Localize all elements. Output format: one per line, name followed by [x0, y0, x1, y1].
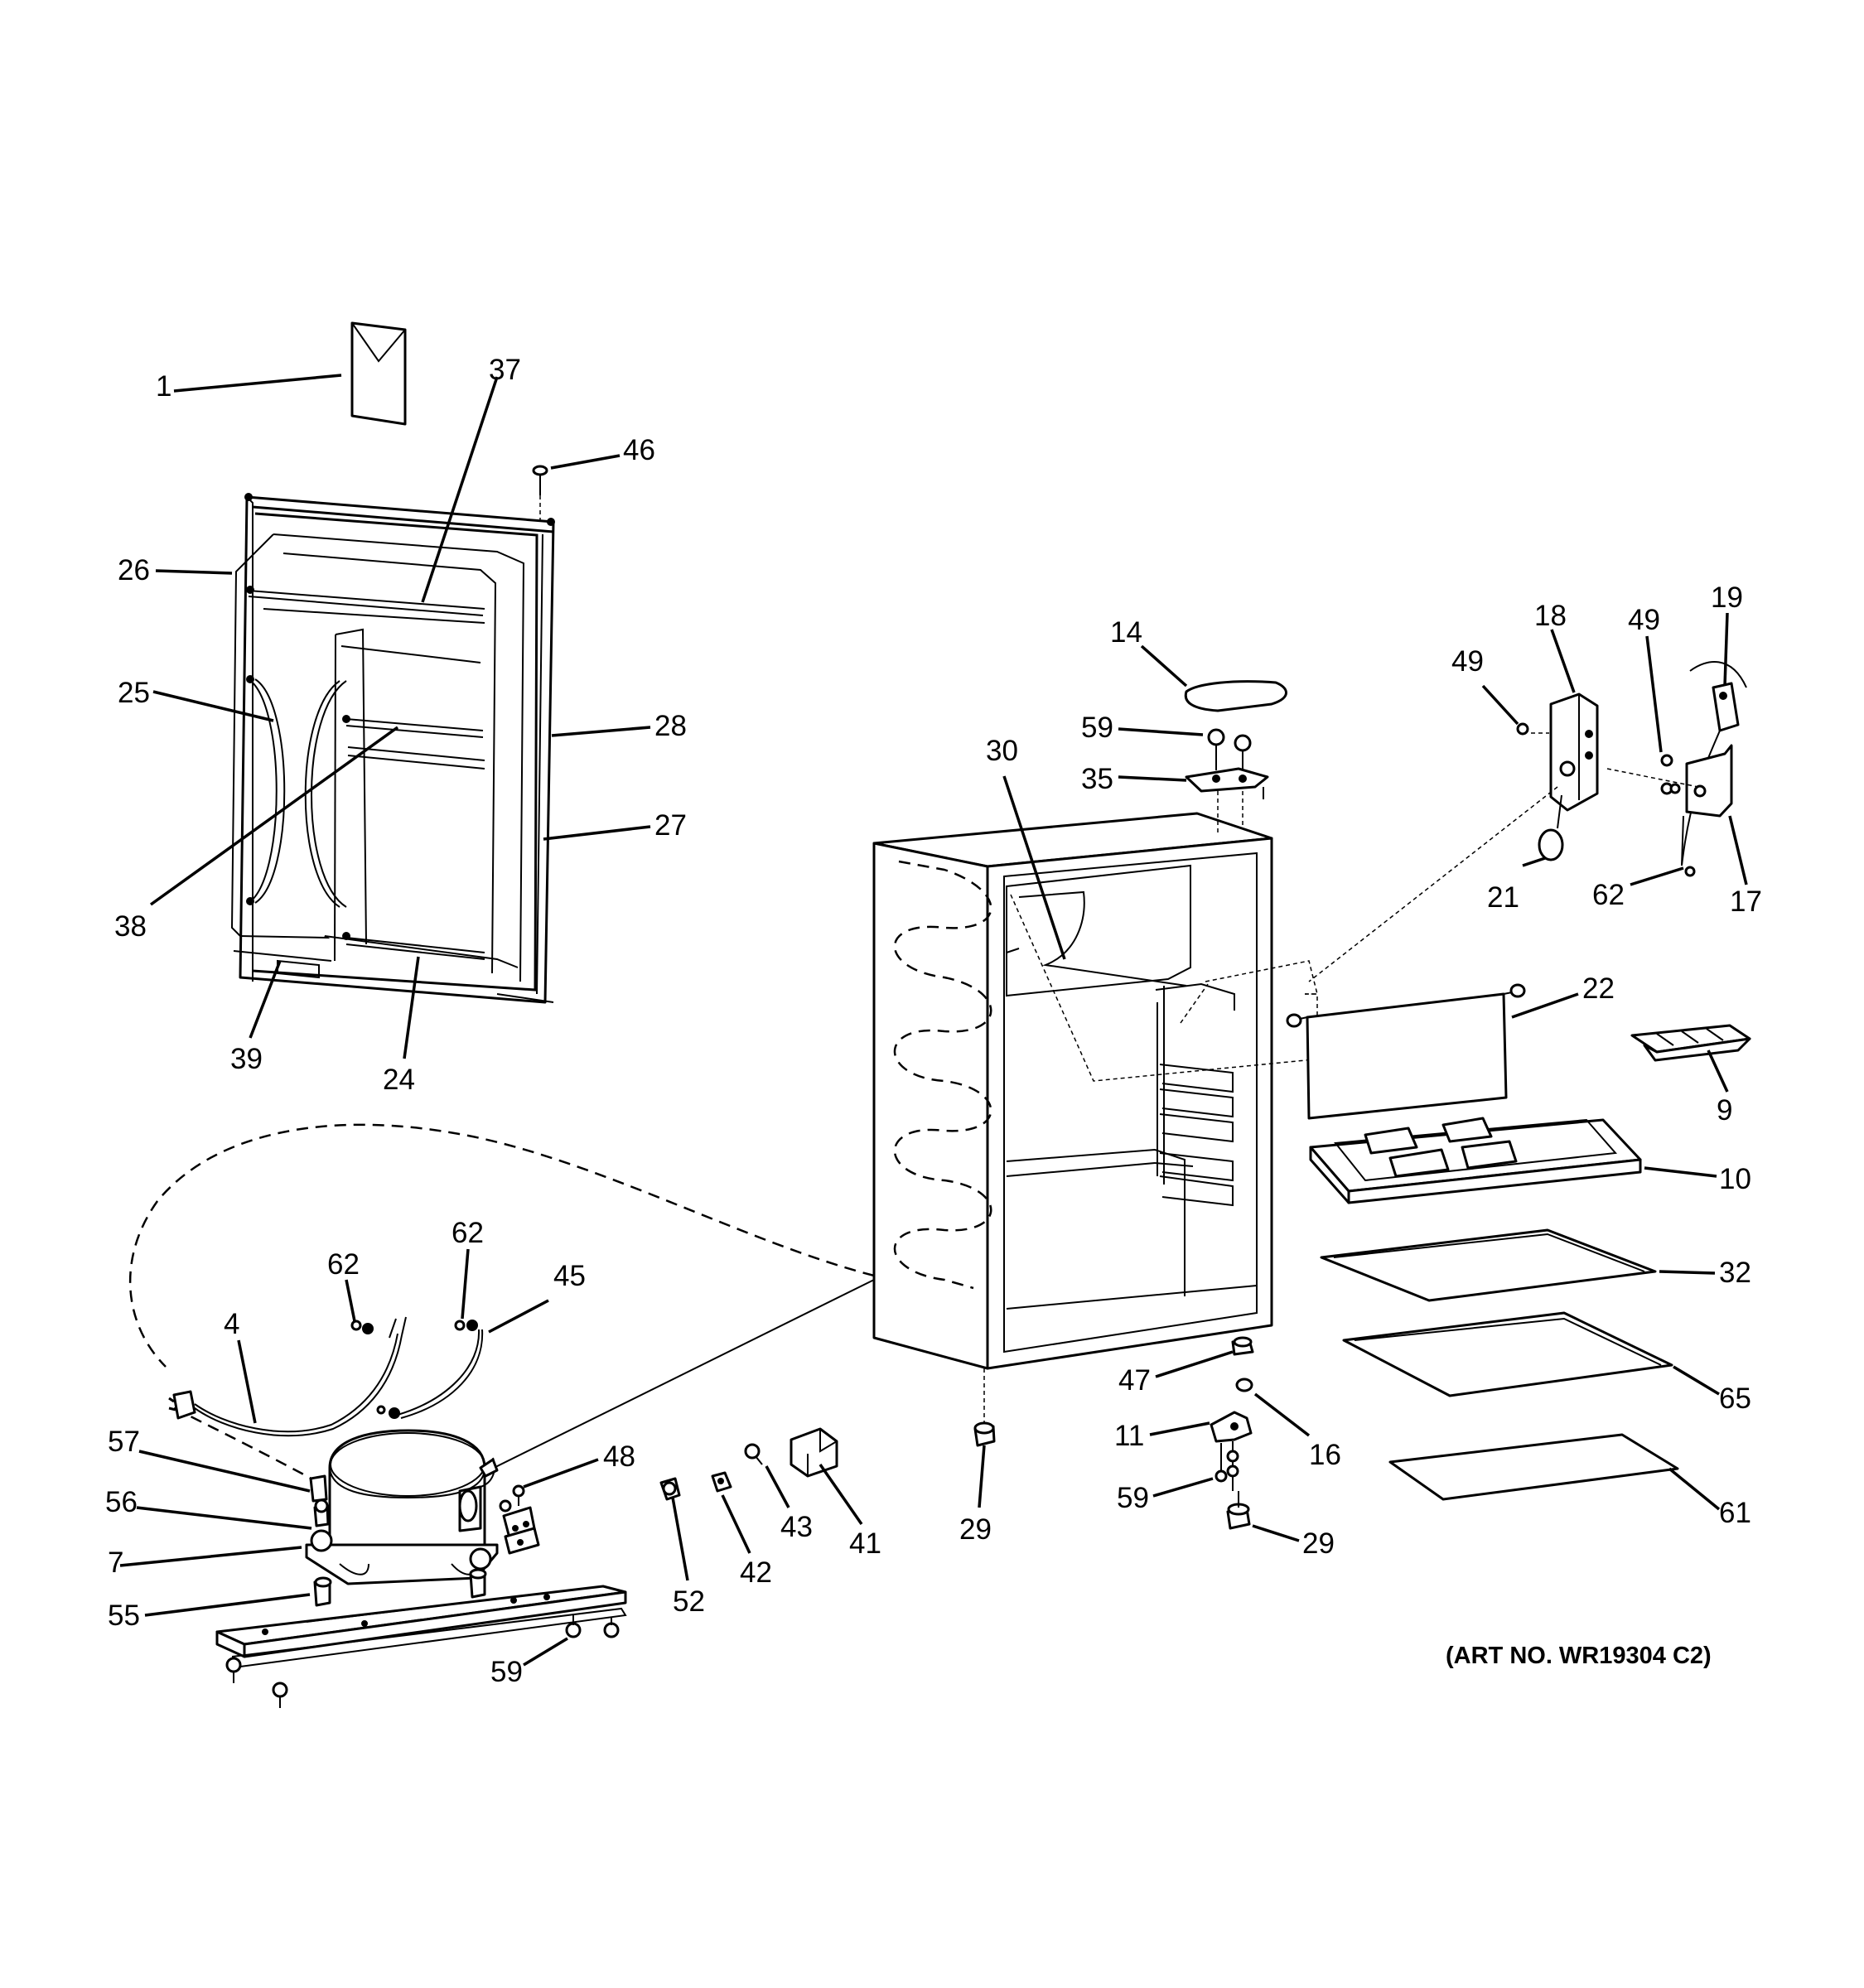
base-screws-59 [225, 1615, 620, 1708]
screw-46 [532, 465, 548, 522]
callout-10: 10 [1719, 1163, 1751, 1195]
callout-21: 21 [1487, 881, 1519, 914]
callout-24: 24 [383, 1064, 415, 1096]
callout-32: 32 [1719, 1257, 1751, 1289]
capacitor-52 [659, 1477, 681, 1501]
power-cord-4 [168, 1316, 407, 1437]
bottom-hinge-11 [1210, 1411, 1253, 1491]
callout-59-top: 59 [1081, 712, 1113, 744]
compressor-7 [305, 1429, 499, 1585]
cabinet [872, 812, 1459, 1370]
screw-49b [1660, 754, 1673, 767]
mount-55 [313, 1568, 487, 1607]
callout-59-hinge: 59 [1117, 1482, 1149, 1514]
callout-4: 4 [224, 1308, 239, 1340]
callout-38: 38 [114, 910, 147, 943]
ice-tray-9 [1630, 1024, 1751, 1062]
callout-62a: 62 [327, 1248, 360, 1281]
callout-11: 11 [1114, 1420, 1144, 1452]
callout-62b: 62 [452, 1217, 484, 1249]
knob-21 [1538, 794, 1564, 861]
door-assembly [230, 493, 555, 1004]
screw-43 [744, 1443, 763, 1465]
hinge-cover-14 [1184, 680, 1287, 712]
overload-wire-45 [397, 1329, 484, 1419]
callout-49a: 49 [1451, 645, 1484, 678]
callout-29b: 29 [1302, 1527, 1335, 1560]
callout-57: 57 [108, 1426, 140, 1458]
callout-19: 19 [1711, 581, 1743, 614]
grommet-57 [309, 1474, 328, 1503]
callout-29a: 29 [959, 1513, 992, 1546]
callout-45: 45 [553, 1260, 586, 1292]
relay-42 [711, 1471, 732, 1493]
callout-22: 22 [1582, 972, 1615, 1005]
callout-labels: 1 37 46 26 25 28 27 38 39 24 14 59 35 30… [105, 354, 1762, 1688]
callout-47: 47 [1118, 1364, 1151, 1397]
callout-17: 17 [1730, 885, 1762, 918]
callout-48: 48 [603, 1440, 635, 1473]
callout-27: 27 [654, 809, 687, 842]
bushing-16 [1235, 1378, 1253, 1392]
art-number: (ART NO. WR19304 C2) [1446, 1643, 1712, 1669]
callout-41: 41 [849, 1527, 881, 1560]
shelf-32 [1320, 1228, 1657, 1302]
top-hinge-35 [1185, 767, 1269, 832]
callout-43: 43 [780, 1511, 813, 1543]
callout-52: 52 [673, 1585, 705, 1618]
callout-62-thermo: 62 [1592, 879, 1625, 911]
relay-overload-48 [499, 1484, 540, 1555]
callout-26: 26 [118, 554, 150, 586]
callout-42: 42 [740, 1556, 772, 1589]
callout-35: 35 [1081, 763, 1113, 795]
callout-49b: 49 [1628, 604, 1660, 636]
terminal-cover-41 [790, 1427, 838, 1478]
hinge-screws-59 [1207, 728, 1252, 770]
callout-46: 46 [623, 434, 655, 466]
leveling-foot-29b [1226, 1491, 1251, 1530]
shelf-65 [1342, 1311, 1673, 1397]
bracket-17 [1660, 744, 1733, 818]
evaporator-door-22 [1286, 983, 1526, 1120]
callout-39: 39 [230, 1043, 263, 1075]
screw-62-thermo [1681, 815, 1696, 877]
callout-56: 56 [105, 1486, 138, 1518]
callout-1: 1 [156, 370, 171, 403]
cap-47 [1231, 1336, 1254, 1356]
callout-16: 16 [1309, 1439, 1341, 1471]
screw-49a [1516, 722, 1529, 736]
callout-9: 9 [1717, 1094, 1732, 1127]
base-plate [215, 1585, 627, 1667]
shelf-61 [1388, 1433, 1679, 1501]
thermostat-housing-18 [1549, 692, 1599, 812]
callout-65: 65 [1719, 1382, 1751, 1415]
callout-25: 25 [118, 677, 150, 709]
callout-14: 14 [1110, 616, 1142, 649]
callout-37: 37 [489, 354, 521, 386]
bolt-56 [313, 1498, 330, 1527]
leveling-foot-29a [973, 1368, 996, 1447]
drip-tray-10 [1309, 1117, 1642, 1204]
callout-59-base: 59 [490, 1656, 523, 1688]
callout-61: 61 [1719, 1497, 1751, 1529]
callout-55: 55 [108, 1600, 140, 1632]
callout-7: 7 [108, 1546, 123, 1579]
literature-packet [350, 321, 407, 426]
screws-62-wiring [350, 1320, 478, 1419]
callout-28: 28 [654, 710, 687, 742]
callout-18: 18 [1534, 600, 1567, 632]
callout-30: 30 [986, 735, 1018, 767]
